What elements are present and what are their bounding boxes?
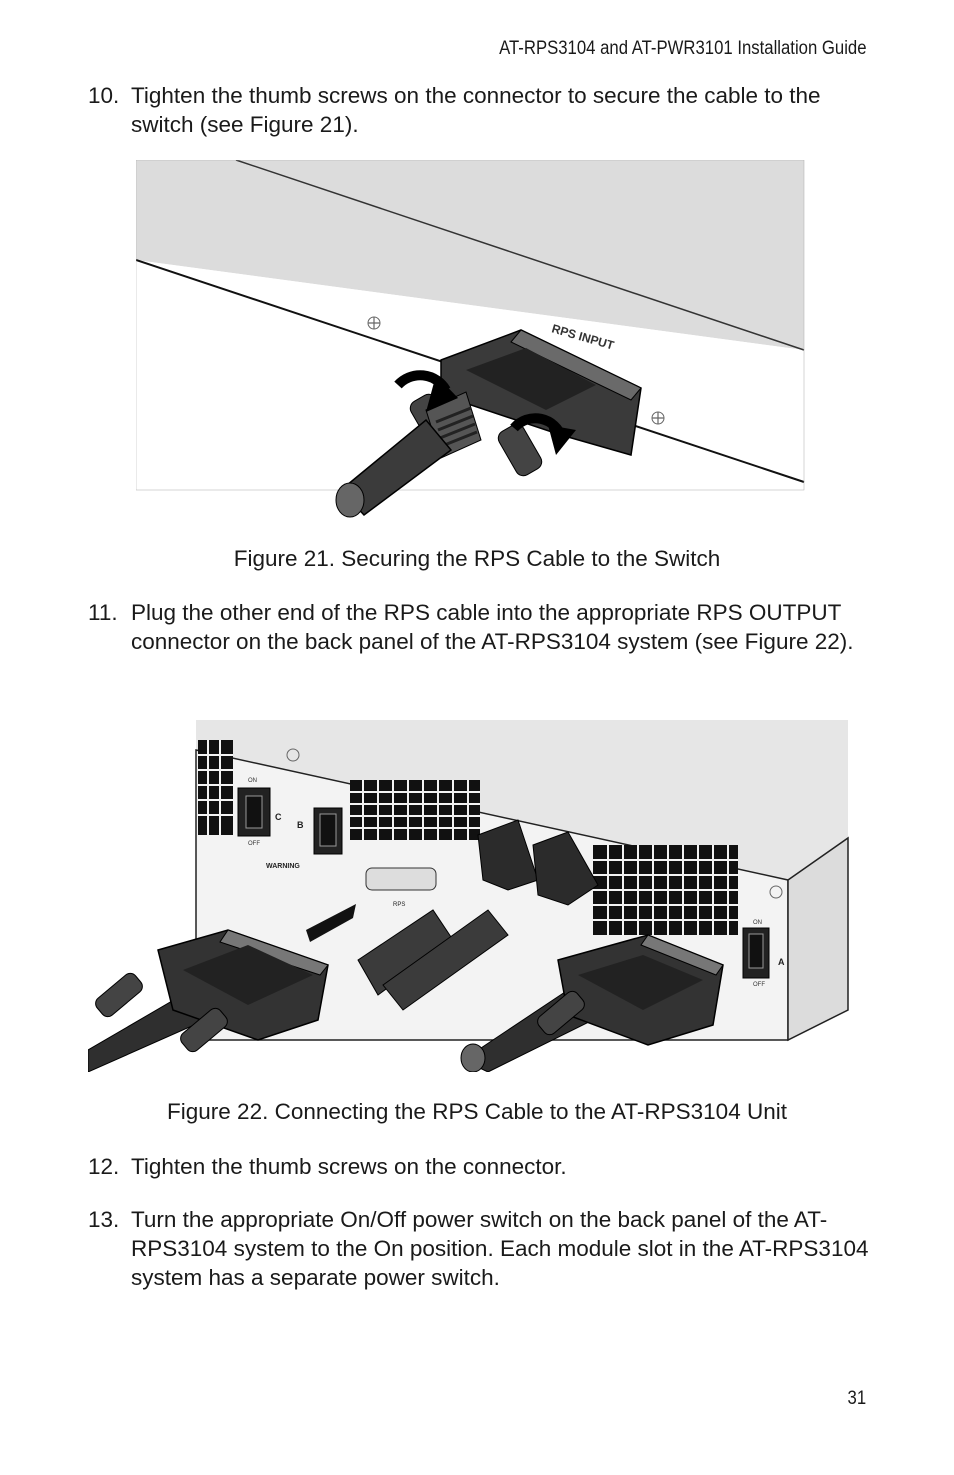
step-10: 10. Tighten the thumb screws on the conn… <box>88 81 878 139</box>
step-13: 13. Turn the appropriate On/Off power sw… <box>88 1205 878 1292</box>
step-number: 12. <box>88 1154 120 1179</box>
page-number: 31 <box>847 1388 866 1409</box>
slot-c-label: C <box>275 812 282 822</box>
step-text: Plug the other end of the RPS cable into… <box>131 600 854 654</box>
step-number: 11. <box>88 600 118 625</box>
step-text: Tighten the thumb screws on the connecto… <box>131 83 821 137</box>
step-text: Tighten the thumb screws on the connecto… <box>131 1154 567 1179</box>
step-11: 11. Plug the other end of the RPS cable … <box>88 598 878 656</box>
step-number: 13. <box>88 1207 120 1232</box>
label-on-c: ON <box>248 778 257 784</box>
slot-b-label: B <box>297 820 304 830</box>
step-number: 10. <box>88 83 120 108</box>
figure-22-caption: Figure 22. Connecting the RPS Cable to t… <box>167 1099 787 1124</box>
slot-a-label: A <box>778 957 785 967</box>
figure-21-caption: Figure 21. Securing the RPS Cable to the… <box>233 546 721 571</box>
figure-22-illustration: ON OFF C B ON OFF A WARNING RPS <box>88 720 849 1072</box>
running-header: AT-RPS3104 and AT-PWR3101 Installation G… <box>499 38 867 59</box>
step-text: Turn the appropriate On/Off power switch… <box>131 1207 869 1290</box>
figure-21-illustration: RPS INPUT <box>136 160 805 518</box>
rps-label: RPS <box>393 902 405 908</box>
label-off-a: OFF <box>753 982 765 988</box>
warning-label: WARNING <box>266 863 300 870</box>
label-on-a: ON <box>753 920 762 926</box>
step-12: 12. Tighten the thumb screws on the conn… <box>88 1152 878 1181</box>
label-off-c: OFF <box>248 841 260 847</box>
